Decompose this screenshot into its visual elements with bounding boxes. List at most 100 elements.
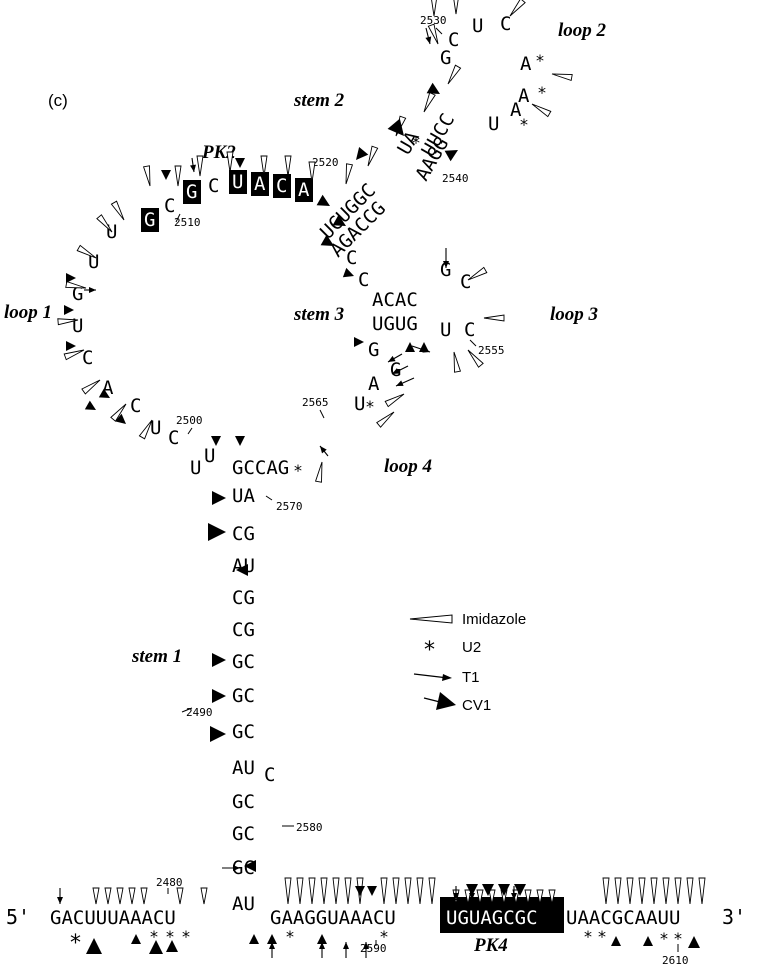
imidazole-mark [110,403,127,422]
cv1-mark [332,214,346,226]
cv1-mark [211,436,221,446]
stem2-label: stem 2 [293,90,345,111]
imidazole-mark [57,318,79,326]
stem1-pair: CG [232,619,255,641]
imidazole-mark [116,887,124,905]
imidazole-mark [332,877,340,905]
five-prime-end: 5' [6,905,30,929]
cv1-mark [444,150,458,162]
pk2-nt: A [254,173,266,195]
pk2-box [229,170,247,194]
imidazole-mark [376,411,395,428]
cv1-mark [64,305,74,315]
stem3-connector: CC [346,247,369,291]
loop3-nt: C [460,271,471,293]
imidazole-mark [392,877,400,905]
cv1-mark [611,936,621,946]
t1-mark [57,888,63,904]
loop4-sequence: GCCAG [232,457,289,479]
loop2-nt: A [520,53,532,75]
loop1-nt: U [72,315,83,337]
three-prime-end: 3' [722,905,746,929]
imidazole-mark [140,887,148,905]
loop2-nt: A [510,99,522,121]
num-2530: 2530 [420,14,447,27]
imidazole-mark [226,151,234,173]
pk2-box [141,208,159,232]
pk2-box [183,180,201,204]
u2-mark: * [674,929,682,948]
imidazole-mark [650,877,658,905]
cv1-mark [212,689,226,703]
imidazole-mark [384,393,405,408]
stem1-label: stem 1 [131,646,182,667]
cv1-mark [482,884,494,896]
cv1-mark [355,886,365,896]
imidazole-mark [698,877,706,905]
num-2510: 2510 [174,216,201,229]
imidazole-mark [308,161,316,183]
imidazole-mark [63,349,85,361]
cv1-mark [354,337,364,347]
imidazole-mark [476,889,484,905]
legend-t1: T1 [462,669,480,686]
loop1-nt: C [82,347,93,369]
imidazole-mark [128,887,136,905]
stem3-bottom-strand: UGUG [372,313,418,335]
imidazole-mark [176,887,184,905]
imidazole-mark [92,887,100,905]
t1-mark [269,942,275,958]
imidazole-mark [416,877,424,905]
loop3-nt: G [440,259,451,281]
num-2565: 2565 [302,396,329,409]
loop4-left-nt: U [204,445,215,467]
stem1-pair: GC [232,685,255,707]
imidazole-mark [447,64,462,85]
bottom-right-sequence: UAACGCAAUU [566,907,680,929]
stem1-bulge: C [264,764,275,786]
imidazole-mark [345,163,354,185]
num-2540: 2540 [442,172,469,185]
legend-cv1-icon [423,692,456,710]
imidazole-mark [104,887,112,905]
u2-mark: * [294,461,302,480]
imidazole-mark [686,877,694,905]
loop2-nt: U [472,15,483,37]
imidazole-mark [551,73,573,82]
imidazole-mark [174,165,182,187]
stem3-top-strand: ACAC [372,289,418,311]
imidazole-mark [548,889,556,905]
t1-mark [222,865,240,871]
legend-imidazole-icon [409,614,453,624]
t1-markers [57,27,517,958]
cv1-mark [643,936,653,946]
num-2480: 2480 [156,876,183,889]
stem1-pair: GC [232,823,255,845]
loop4-label: loop 4 [384,456,432,477]
imidazole-mark [524,889,532,905]
cv1-mark [86,938,102,954]
cv1-mark [320,234,334,246]
loop3-nt: U [440,319,451,341]
imidazole-mark [453,351,462,373]
imidazole-mark [138,419,153,440]
loop4-left-nt: U [190,457,201,479]
bottom-left-sequence: GACUUUAAACU [50,907,176,929]
stem1-pair: UA [232,485,255,507]
t1-mark [343,942,349,958]
stem3-connector-nt: C [358,269,369,291]
u2-mark: * [70,931,81,956]
imidazole-mark [423,91,436,113]
imidazole-mark [509,0,526,17]
stem1-pair: AU [232,555,255,577]
pk2-box [251,172,269,196]
loop2-label: loop 2 [558,20,607,41]
cv1-mark [210,726,226,742]
stem3-label: stem 3 [293,304,344,325]
pk4-label: PK4 [473,935,508,956]
loop1-nt: G [72,283,83,305]
stem1-pair: AU [232,893,255,915]
